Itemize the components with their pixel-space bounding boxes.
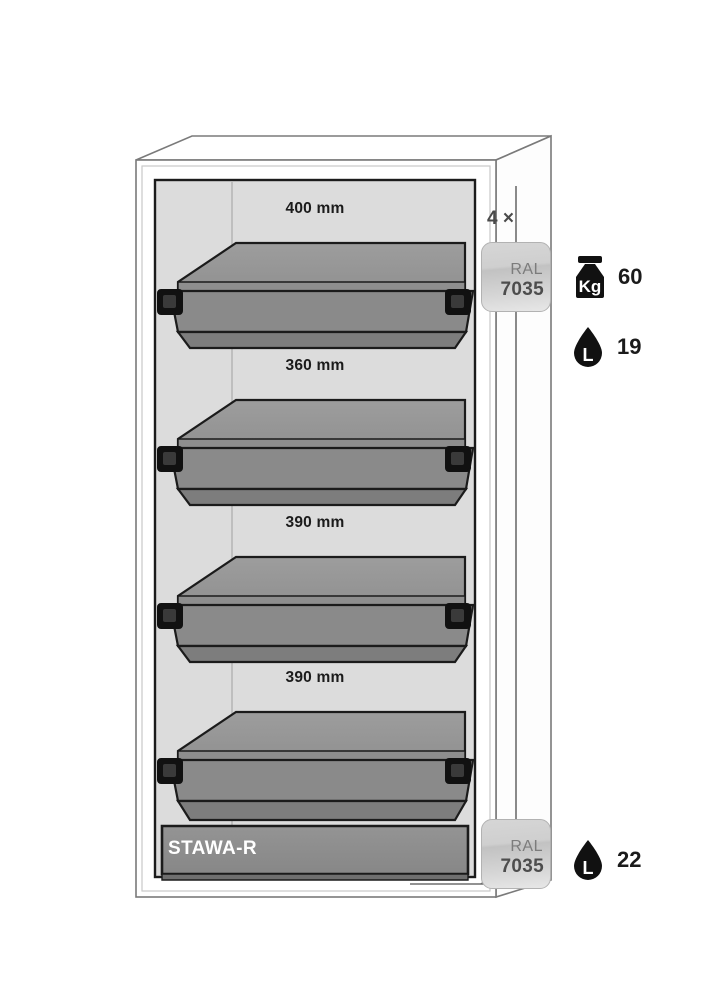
drawer-1-front-face <box>168 289 475 334</box>
weight-kg-icon: Kg <box>576 256 604 298</box>
droplet-litre-icon: L <box>574 327 602 367</box>
drawer-volume-value: 19 <box>617 334 642 359</box>
drawer-volume-metric: L 19 <box>568 325 641 369</box>
drawer-4-dimension-label: 390 mm <box>285 669 345 686</box>
weight-capacity-value: 60 <box>618 264 643 289</box>
ral-badge-sump-number: 7035 <box>500 856 544 877</box>
drawer-4-front-face <box>168 758 475 803</box>
ral-badge-body-word: RAL <box>510 261 543 278</box>
drawer-quantity-label: 4 × <box>487 208 514 229</box>
drawer-1-handle-right-inset <box>451 295 464 308</box>
weight-capacity-metric: Kg 60 <box>571 255 642 299</box>
drawer-2[interactable] <box>157 398 475 507</box>
sump-tray <box>160 824 470 881</box>
weight-kg-unit: Kg <box>579 277 602 296</box>
ral-badge-sump-word: RAL <box>510 838 543 855</box>
drawer-3-dimension-label: 390 mm <box>285 514 345 531</box>
ral-badge-body: RAL 7035 <box>481 242 551 312</box>
cabinet-front-frame-inner <box>141 165 491 892</box>
drawer-3-bottom-edge <box>175 644 469 664</box>
drawer-2-handle-right-inset <box>451 452 464 465</box>
sump-lip <box>161 873 469 881</box>
drawer-3-handle-right-inset <box>451 609 464 622</box>
drawer-2-bottom-edge <box>175 487 469 507</box>
cabinet-top-panel <box>135 135 552 161</box>
drawer-2-handle-left-inset <box>163 452 176 465</box>
drawer-3-handle-left-inset <box>163 609 176 622</box>
droplet-litre-icon: L <box>574 840 602 880</box>
ral-badge-sump: RAL 7035 <box>481 819 551 889</box>
drawer-2-front-face <box>168 446 475 491</box>
drawer-4-handle-left-inset <box>163 764 176 777</box>
drawer-1[interactable] <box>157 241 475 350</box>
product-name-label: STAWA-R <box>168 838 257 859</box>
droplet-litre-unit: L <box>583 345 594 365</box>
drawer-1-handle-left-inset <box>163 295 176 308</box>
drawer-3[interactable] <box>157 555 475 664</box>
drawer-2-dimension-label: 360 mm <box>285 357 345 374</box>
drawer-4[interactable] <box>157 710 475 822</box>
drawer-1-dimension-label: 400 mm <box>285 200 345 217</box>
drawer-3-front-face <box>168 603 475 648</box>
sump-volume-metric: L 22 <box>568 838 641 882</box>
drawer-4-handle-right-inset <box>451 764 464 777</box>
droplet-litre-unit: L <box>583 858 594 878</box>
drawer-4-bottom-edge <box>176 799 468 822</box>
sump-volume-value: 22 <box>617 847 642 872</box>
ral-badge-body-number: 7035 <box>500 279 544 300</box>
drawer-1-bottom-edge <box>175 330 469 350</box>
